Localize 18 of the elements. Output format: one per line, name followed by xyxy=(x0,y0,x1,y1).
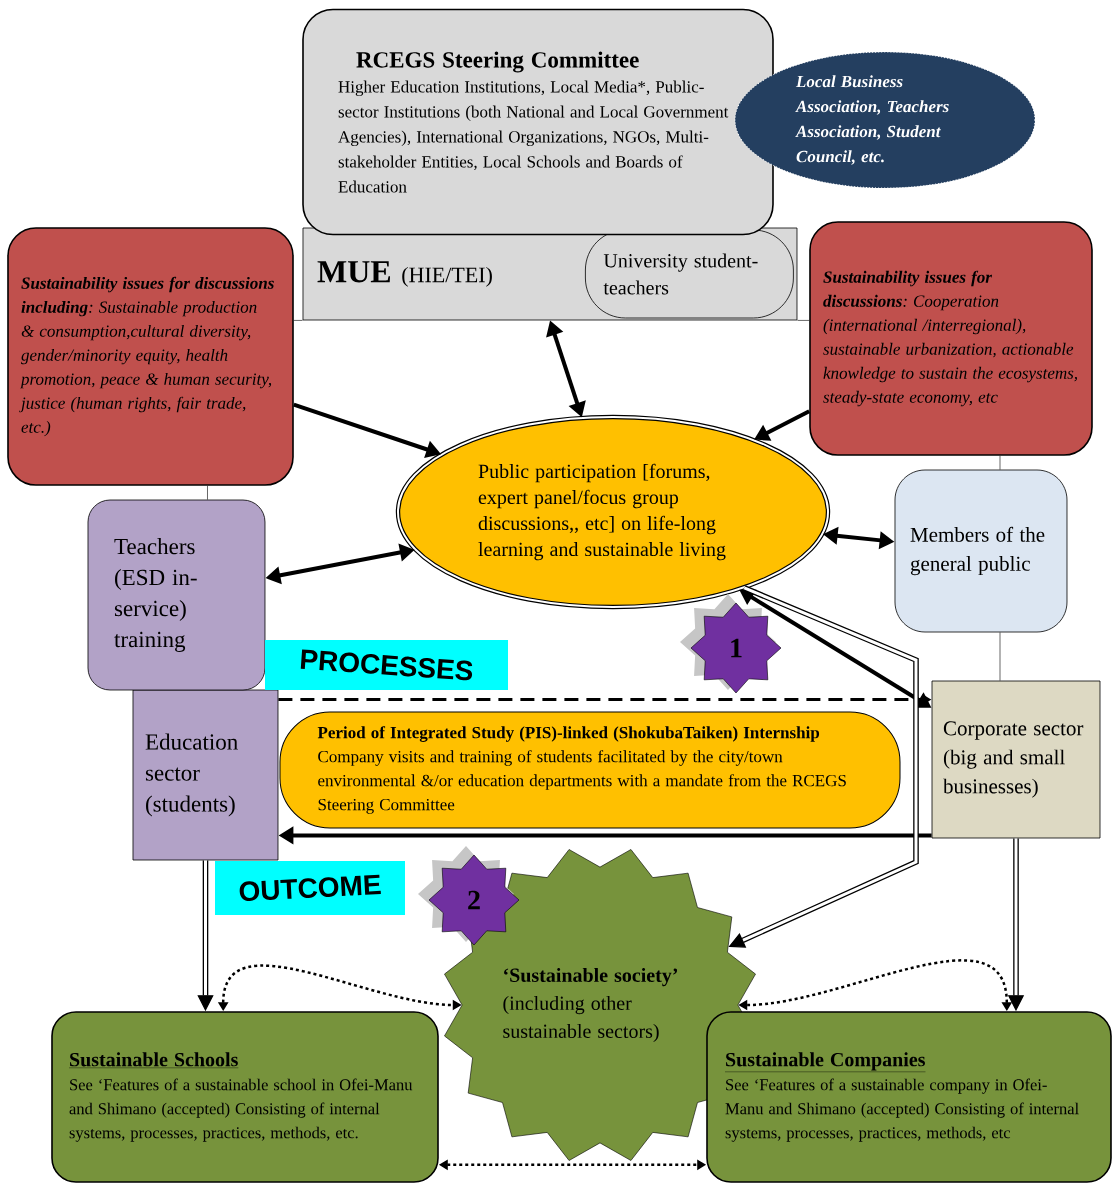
sector-box: Teachers (ESD in-service) training xyxy=(87,499,266,691)
connector-line xyxy=(207,485,208,500)
section-label: OUTCOME xyxy=(215,861,405,915)
internship-band: Period of Integrated Study (PIS)-linked (ShokubaTaiken) Internship Company visits and training of students facilitated by the city/town environmental &/or education departments with a mandate from the RCEGS Steering Committee xyxy=(279,711,901,829)
connector-line xyxy=(999,632,1001,681)
connector-line xyxy=(293,320,303,321)
issues-box: Sustainability issues for discussions: Cooperation (international /interregional), sustainable urbanization, actionable knowledge to sustain the ecosystems, steady-state economy, etc xyxy=(809,221,1093,456)
sector-box: Education sector (students) xyxy=(132,689,279,861)
connector-line xyxy=(797,320,810,321)
outcome-box: Sustainable Companies See ‘Features of a sustainable company in Ofei-Manu and Shimano (accepted) Consisting of internal systems, processes, practices, methods, etc xyxy=(706,1011,1112,1183)
connector-line xyxy=(999,455,1001,470)
star-badge: 2 xyxy=(418,846,520,946)
outcome-box: Sustainable Schools See ‘Features of a sustainable school in Ofei-Manu and Shimano (accepted) Consisting of internal systems, processes, practices, methods, etc. xyxy=(51,1011,439,1183)
sector-box: Members of the general public xyxy=(894,469,1068,633)
section-label: PROCESSES xyxy=(265,640,508,690)
star-badge: 1 xyxy=(680,594,782,694)
issues-box: Sustainability issues for discussions including: Sustainable production & consumption,cultural diversity, gender/minority equity, health promotion, peace & human security, justice (human rights, fair trade, etc.) xyxy=(7,227,294,486)
sector-box: Corporate sector (big and small businesses) xyxy=(931,680,1101,839)
